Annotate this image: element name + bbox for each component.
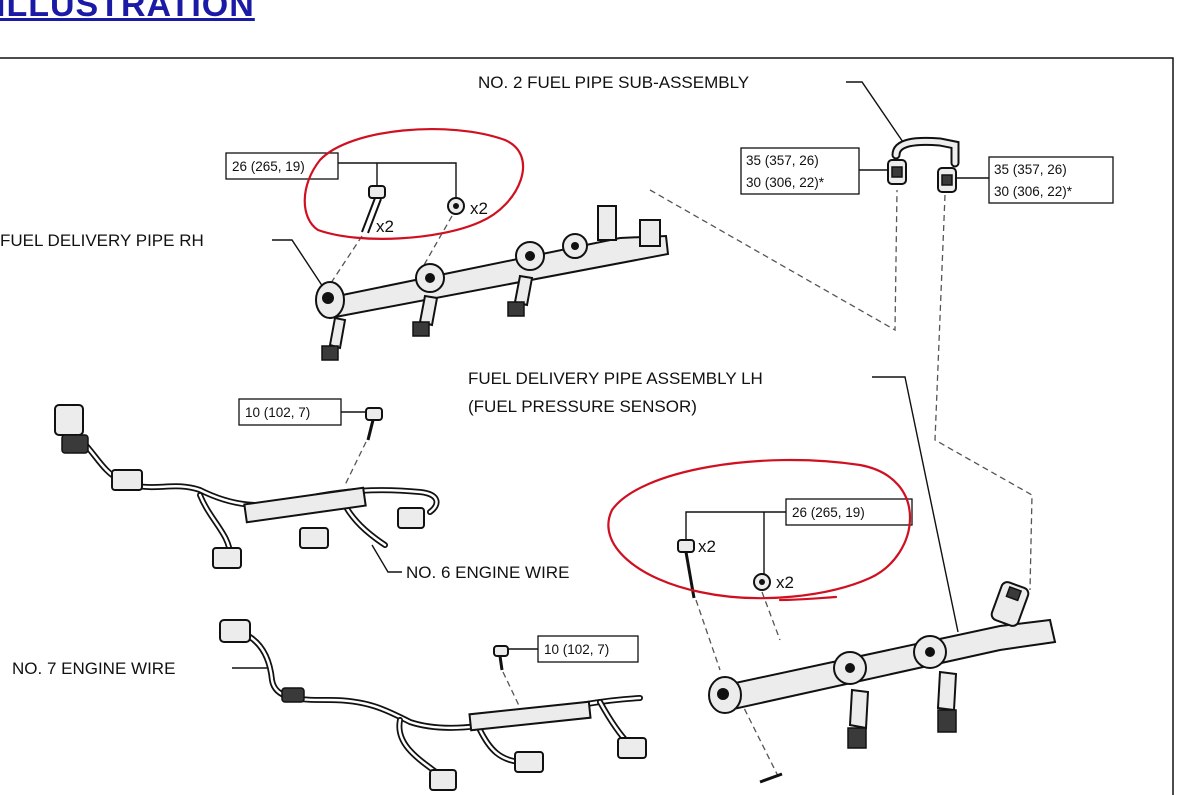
dashed-pipe-to-rh [649,189,898,332]
dashed-lh-bolt [695,591,781,781]
torque-pipe-left-line2: 30 (306, 22)* [746,175,825,190]
dashed-pipe-to-lh [934,194,1033,591]
torque-box-pipe-left [740,147,860,195]
page-heading[interactable]: ILLUSTRATION [0,0,255,24]
torque-box-lh [785,498,913,526]
leader-fuel-delivery-rh [272,239,326,291]
label-no2-fuel-pipe: NO. 2 FUEL PIPE SUB-ASSEMBLY [478,73,749,92]
red-circle-rh-bolts [303,128,525,240]
torque-rh-bolts: 26 (265, 19) [232,159,305,174]
rh-bolt-qty: x2 [376,217,394,236]
diagram-frame [0,57,1174,795]
rh-nut-icon [447,197,465,215]
torque-no7-wire-bolt: 10 (102, 7) [544,642,609,657]
no2-fuel-pipe-part [887,136,960,193]
leader-lh-bolts [685,511,786,575]
label-no6-engine-wire: NO. 6 ENGINE WIRE [406,563,569,582]
torque-pipe-right-line2: 30 (306, 22)* [994,184,1073,199]
torque-pipe-left-line1: 35 (357, 26) [746,153,819,168]
rh-nut-qty: x2 [470,199,488,218]
no7-engine-wire-part [219,619,647,791]
dashed-no6-bolt [344,441,367,486]
no6-engine-wire-part [54,404,440,569]
label-fuel-delivery-lh-line1: FUEL DELIVERY PIPE ASSEMBLY LH [468,369,763,388]
torque-no6-wire-bolt: 10 (102, 7) [245,405,310,420]
red-circle-lh-bolts [607,458,911,600]
fuel-delivery-pipe-rh-part [315,205,670,361]
red-tail-lh [778,595,838,602]
leader-no6-engine-wire [371,544,402,573]
lh-bolt-qty: x2 [698,537,716,556]
lh-nut-icon [753,573,771,591]
no6-bolt-icon [365,407,383,441]
rh-bolt-icon [361,185,386,234]
no7-bolt-icon [493,645,509,671]
torque-box-no6 [238,398,342,426]
leader-fuel-delivery-lh [872,376,959,633]
lh-nut-qty: x2 [776,573,794,592]
torque-lh-bolts: 26 (265, 19) [792,505,865,520]
torque-box-rh [225,152,339,180]
label-fuel-delivery-rh: FUEL DELIVERY PIPE RH [0,231,204,250]
dashed-no7-bolt [502,671,523,713]
leader-no2-fuel-pipe [846,81,906,146]
leader-rh-bolts [338,162,457,198]
torque-box-pipe-right [988,156,1114,204]
fuel-delivery-pipe-lh-part [708,581,1057,784]
label-no7-engine-wire: NO. 7 ENGINE WIRE [12,659,175,678]
label-fuel-delivery-lh-line2: (FUEL PRESSURE SENSOR) [468,397,697,416]
torque-pipe-right-line1: 35 (357, 26) [994,162,1067,177]
